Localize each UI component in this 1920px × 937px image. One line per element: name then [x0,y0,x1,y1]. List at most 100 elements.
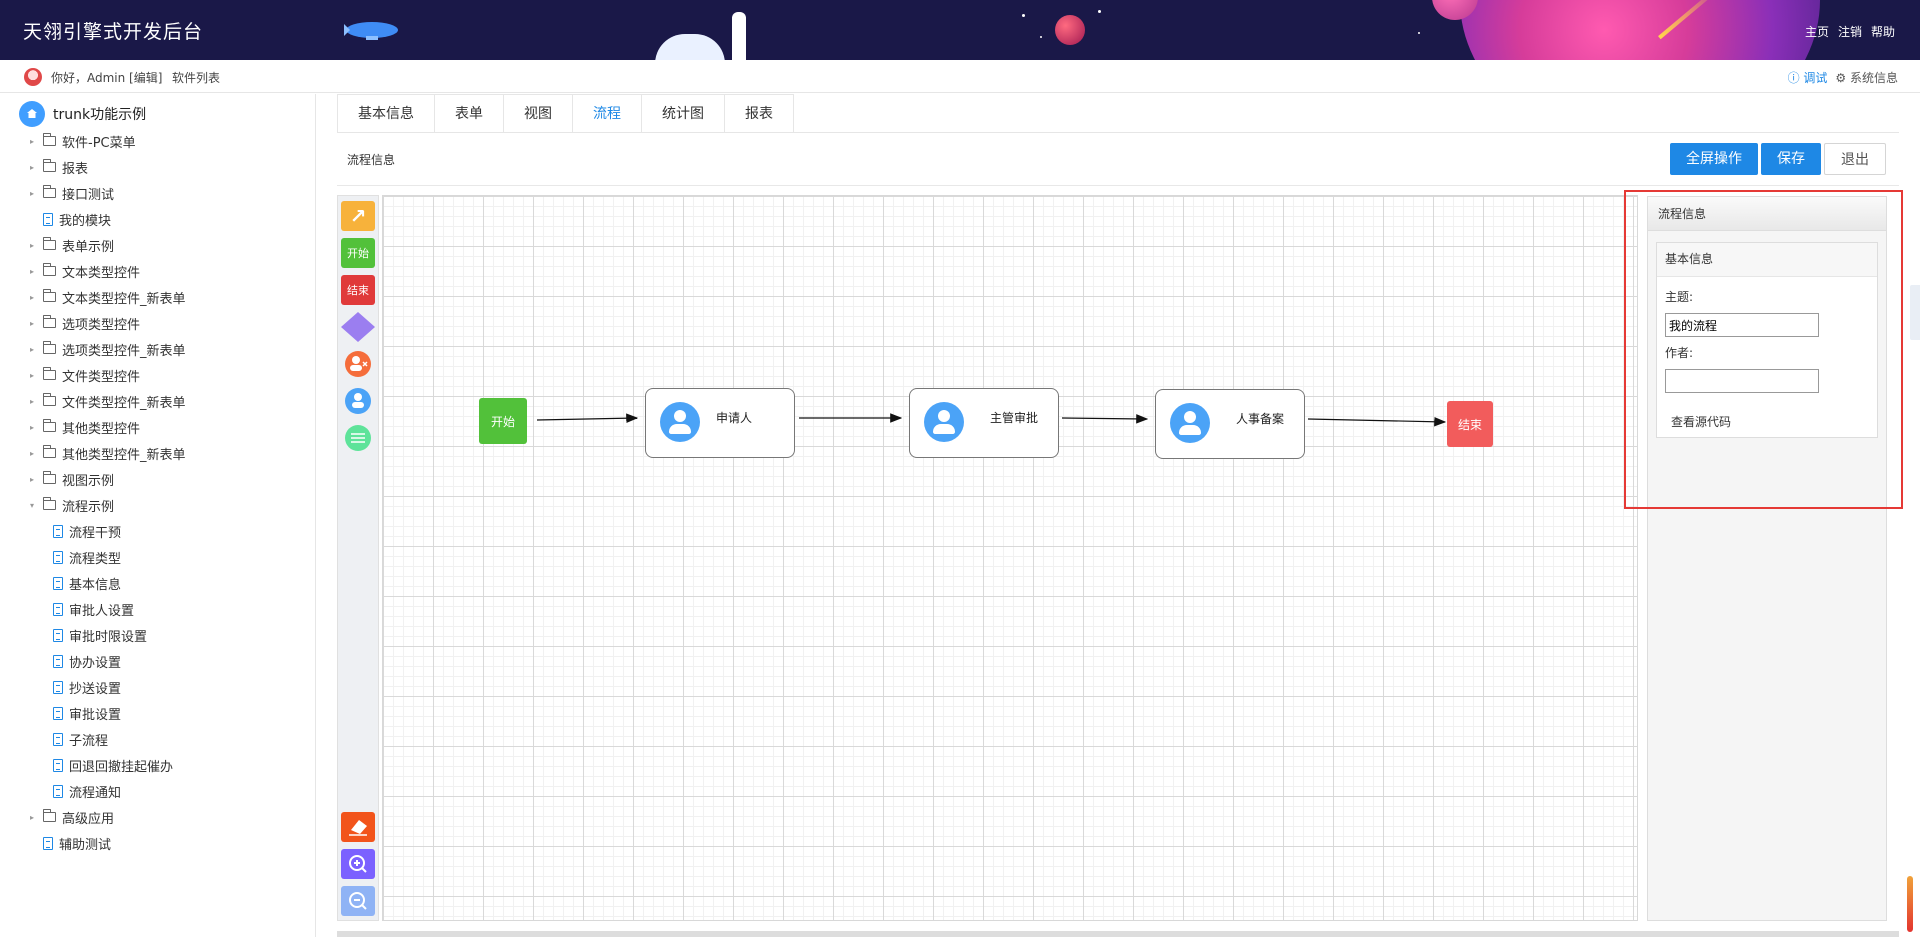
caret-icon[interactable]: ▾ [29,500,34,510]
caret-icon[interactable]: ▸ [29,292,34,302]
sidebar-item[interactable]: ▸选项类型控件 [27,312,140,334]
document-icon [53,524,63,538]
author-input[interactable] [1665,369,1819,393]
sidebar-item[interactable]: ▸表单示例 [27,234,114,256]
user-greeting[interactable]: 你好，Admin [编辑] [51,71,163,85]
sidebar-item[interactable]: 回退回撤挂起催办 [53,754,173,776]
zoom-in-icon[interactable] [341,849,375,879]
sidebar-item[interactable]: 基本信息 [53,572,121,594]
caret-icon[interactable]: ▸ [29,318,34,328]
sidebar-item-label: 文件类型控件 [62,369,141,385]
caret-icon[interactable]: ▸ [29,422,34,432]
decision-tool-icon[interactable] [341,312,375,342]
sidebar-item[interactable]: ▸高级应用 [27,806,114,828]
sidebar-item-label: 视图示例 [62,473,115,489]
sidebar-item[interactable]: 协办设置 [53,650,121,672]
sidebar-item[interactable]: ▸其他类型控件_新表单 [27,442,186,464]
caret-icon[interactable]: ▸ [29,162,34,172]
start-node[interactable]: 开始 [479,398,527,444]
caret-icon[interactable]: ▸ [29,240,34,250]
user-icon [1170,403,1210,443]
end-node[interactable]: 结束 [1447,401,1493,447]
sidebar-item[interactable]: 子流程 [53,728,108,750]
tab-form[interactable]: 表单 [435,95,504,133]
auto-task-tool-icon[interactable] [341,423,375,453]
task-node-applicant[interactable]: 申请人 [645,388,795,458]
tab-chart[interactable]: 统计图 [642,95,725,133]
debug-link[interactable]: ⓘ 调试 [1787,71,1828,85]
sidebar-item[interactable]: ▸文本类型控件 [27,260,140,282]
sidebar-tree: trunk功能示例 ▸软件-PC菜单▸报表▸接口测试我的模块▸表单示例▸文本类型… [0,94,316,937]
folder-icon [43,367,56,380]
horizontal-scrollbar[interactable] [337,931,1899,937]
sidebar-item[interactable]: ▸ 其他类型控件 [27,416,140,438]
folder-icon [43,393,56,406]
caret-icon[interactable]: ▸ [29,266,34,276]
sidebar-item[interactable]: ▸选项类型控件_新表单 [27,338,186,360]
panel-collapse-handle[interactable] [1910,285,1920,340]
sidebar-item[interactable]: 流程干预 [53,520,121,542]
tab-report[interactable]: 报表 [745,106,773,122]
task-node-manager-approval[interactable]: 主管审批 [909,388,1059,458]
properties-panel: 流程信息 基本信息 主题: 作者: 查看源代码 [1647,196,1887,921]
fullscreen-button[interactable]: 全屏操作 [1670,143,1758,175]
system-info-link[interactable]: ⚙ 系统信息 [1835,71,1898,85]
caret-icon[interactable]: ▸ [29,812,34,822]
task-node-hr-filing[interactable]: 人事备案 [1155,389,1305,459]
end-node-tool[interactable]: 结束 [341,275,375,305]
subject-input[interactable] [1665,313,1819,337]
tab-flow[interactable]: 流程 [573,95,642,133]
sidebar-item[interactable]: 我的模块 [27,208,111,230]
user-task-tool-icon[interactable] [341,386,375,416]
folder-icon [43,263,56,276]
sidebar-item-label: 其他类型控件 [62,421,141,437]
basic-info-box: 基本信息 主题: 作者: 查看源代码 [1656,242,1878,438]
caret-icon[interactable]: ▸ [29,396,34,406]
tab-view[interactable]: 视图 [504,95,573,133]
sidebar-item[interactable]: ▸软件-PC菜单 [27,130,136,152]
zoom-out-icon[interactable] [341,886,375,916]
sidebar-item[interactable]: ▸接口测试 [27,182,114,204]
app-title: 天翎引擎式开发后台 [23,21,204,43]
caret-icon[interactable]: ▸ [29,136,34,146]
sidebar-item[interactable]: 审批人设置 [53,598,134,620]
home-icon [19,101,45,127]
eraser-tool-icon[interactable] [341,812,375,842]
caret-icon[interactable]: ▸ [29,370,34,380]
sidebar-item[interactable]: ▸ 文件类型控件 [27,364,140,386]
exit-button[interactable]: 退出 [1824,143,1886,175]
software-list-link[interactable]: 软件列表 [172,71,221,85]
sidebar-item-label: 辅助测试 [59,837,112,853]
nav-help-link[interactable]: 帮助 [1870,25,1895,39]
sidebar-item[interactable]: 流程类型 [53,546,121,568]
arrow-tool-icon[interactable]: ↗ [341,201,375,231]
sidebar-item[interactable]: 审批时限设置 [53,624,147,646]
view-source-link[interactable]: 查看源代码 [1671,415,1732,429]
save-button[interactable]: 保存 [1761,143,1821,175]
start-node-tool[interactable]: 开始 [341,238,375,268]
subject-label: 主题: [1665,290,1694,304]
caret-icon[interactable]: ▸ [29,448,34,458]
tab-basic-info[interactable]: 基本信息 [338,95,435,133]
sidebar-item-label: 报表 [62,161,89,177]
sidebar-item[interactable]: 流程通知 [53,780,121,802]
sidebar-item[interactable]: 审批设置 [53,702,121,724]
assign-user-tool-icon[interactable] [341,349,375,379]
sidebar-item[interactable]: ▸文件类型控件_新表单 [27,390,186,412]
caret-icon[interactable]: ▸ [29,474,34,484]
sidebar-item-label: 流程通知 [69,785,122,801]
sidebar-item[interactable]: ▾流程示例 [27,494,114,516]
caret-icon[interactable]: ▸ [29,344,34,354]
sidebar-item[interactable]: ▸ 报表 [27,156,88,178]
folder-icon [43,341,56,354]
flow-canvas[interactable]: 开始 申请人 主管审批 人事备案 结束 [382,195,1638,921]
sidebar-item[interactable]: ▸ 视图示例 [27,468,114,490]
star-decoration [1040,36,1042,38]
sidebar-item[interactable]: 抄送设置 [53,676,121,698]
caret-icon[interactable]: ▸ [29,188,34,198]
sidebar-item[interactable]: 辅助测试 [27,832,111,854]
tree-root[interactable]: trunk功能示例 [19,101,146,127]
sidebar-item[interactable]: ▸文本类型控件_新表单 [27,286,186,308]
nav-logout-link[interactable]: 注销 [1837,25,1862,39]
nav-home-link[interactable]: 主页 [1804,25,1829,39]
